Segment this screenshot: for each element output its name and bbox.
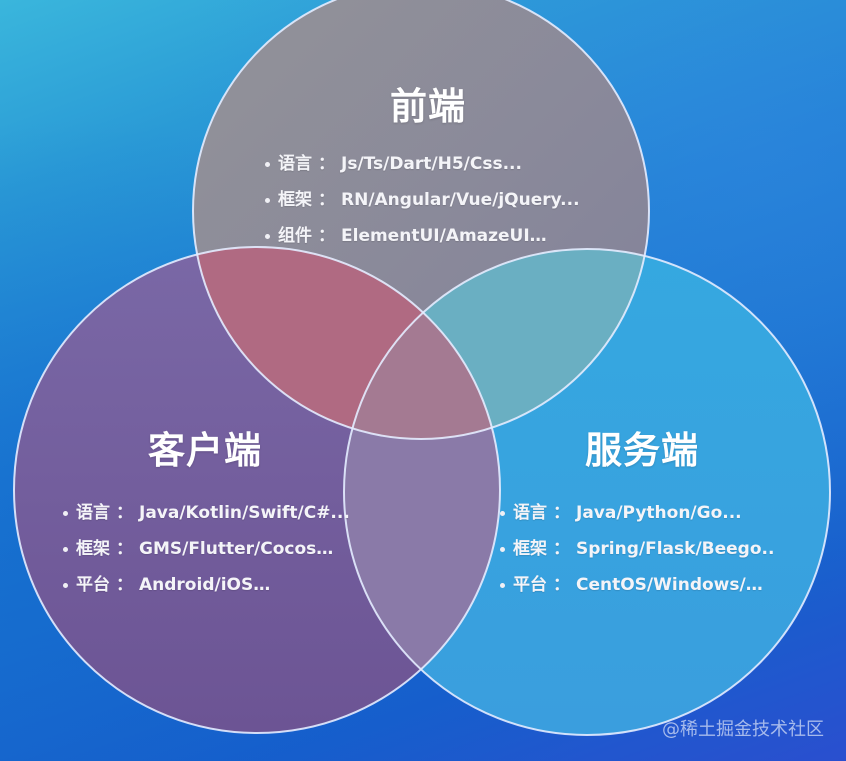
- watermark: @稀土掘金技术社区: [662, 719, 824, 740]
- client-item-platform: 平台 ： Android/iOS…: [63, 567, 350, 603]
- server-item-language: 语言 ： Java/Python/Go...: [500, 495, 774, 531]
- bullet-icon: [63, 510, 68, 516]
- circle-server-outline: [343, 248, 831, 736]
- frontend-item-framework: 框架 ： RN/Angular/Vue/jQuery...: [265, 182, 580, 218]
- bullet-icon: [500, 546, 505, 552]
- frontend-list: 语言 ： Js/Ts/Dart/H5/Css... 框架 ： RN/Angula…: [265, 146, 580, 254]
- bullet-icon: [63, 582, 68, 588]
- server-title: 服务端: [585, 429, 699, 472]
- frontend-title: 前端: [390, 85, 466, 128]
- circle-client-outline: [13, 246, 501, 734]
- bullet-icon: [265, 197, 270, 203]
- bullet-icon: [265, 233, 270, 239]
- frontend-item-components: 组件 ： ElementUI/AmazeUI…: [265, 218, 580, 254]
- bullet-icon: [500, 582, 505, 588]
- client-list: 语言 ： Java/Kotlin/Swift/C#... 框架 ： GMS/Fl…: [63, 495, 350, 603]
- server-item-platform: 平台 ： CentOS/Windows/…: [500, 567, 774, 603]
- client-item-language: 语言 ： Java/Kotlin/Swift/C#...: [63, 495, 350, 531]
- server-list: 语言 ： Java/Python/Go... 框架 ： Spring/Flask…: [500, 495, 774, 603]
- server-item-framework: 框架 ： Spring/Flask/Beego..: [500, 531, 774, 567]
- client-item-framework: 框架 ： GMS/Flutter/Cocos…: [63, 531, 350, 567]
- bullet-icon: [63, 546, 68, 552]
- intersection-all: [344, 249, 500, 439]
- circle-frontend-outline: [192, 0, 650, 440]
- bullet-icon: [265, 161, 270, 167]
- client-title: 客户端: [148, 429, 262, 472]
- frontend-item-language: 语言 ： Js/Ts/Dart/H5/Css...: [265, 146, 580, 182]
- bullet-icon: [500, 510, 505, 516]
